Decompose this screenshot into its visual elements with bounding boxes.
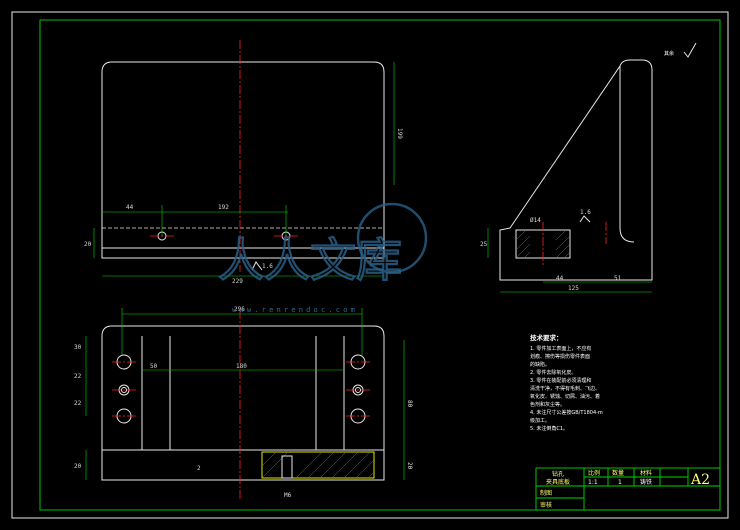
part-name-1: 钻孔 (552, 470, 564, 478)
qty-label: 数量 (612, 469, 624, 477)
material-label: 材料 (640, 469, 652, 477)
top-view-section (261, 451, 375, 479)
sheet-size: A2 (690, 472, 710, 488)
title-block: 钻孔 夹具底板 比例 1:1 数量 1 材料 铸铁 A2 制图 审核 (535, 467, 721, 511)
tech-req-line: 划痕、擦伤等损伤零件表面 (530, 353, 590, 360)
top-view-base (101, 449, 385, 481)
roughness-note-text: 其余 (664, 50, 674, 57)
top-hole-2-inner (121, 387, 127, 393)
dim-right-total: 80 (406, 400, 413, 408)
dim-hole-depth: 25 (480, 241, 488, 248)
material-value: 铸铁 (640, 478, 652, 486)
dim-side-total: 125 (568, 285, 579, 292)
dim-v1: 30 (74, 344, 82, 351)
qty-value: 1 (618, 479, 622, 486)
dim-v3: 22 (74, 400, 82, 407)
tech-req-line: 3. 零件在装配前必须清理和 (530, 377, 591, 384)
tech-req-line: 2. 零件去除氧化皮。 (530, 369, 576, 376)
tech-req-line: 清洗干净，不得有毛刺、飞边、 (530, 385, 600, 392)
dim-left-inner: 50 (150, 363, 158, 370)
roughness-check-icon (683, 42, 697, 58)
scale-label: 比例 (588, 469, 600, 477)
watermark-text: 人人文库 (218, 233, 402, 287)
dim-v5: 2 (197, 465, 201, 472)
front-roughness: 1.6 (262, 263, 273, 270)
watermark-url: www.renrendoc.com (232, 306, 358, 314)
dim-left-offset: 44 (126, 204, 134, 211)
dim-side-b: 51 (614, 275, 622, 282)
dim-mid-span: 180 (236, 363, 247, 370)
front-view: 199 44 192 20 229 1.6 (84, 40, 403, 285)
top-view-hatching (261, 451, 375, 479)
tech-req-line: 4. 未注尺寸公差按GB/T1804-m (530, 409, 603, 416)
tech-req-line: 色剂和灰尘等。 (530, 401, 565, 408)
dim-right-small: 20 (406, 462, 413, 470)
top-view-screw (281, 455, 293, 479)
watermark-logo-ring (356, 202, 428, 274)
dim-base-height: 20 (84, 241, 92, 248)
tech-req-line: 氧化皮、锈蚀、切屑、油污、着 (530, 393, 600, 400)
dim-hole-spacing: 192 (218, 204, 229, 211)
dim-hole-dia: Ø14 (530, 217, 541, 224)
side-view: Ø14 25 44 51 125 1.6 (480, 59, 653, 293)
side-view-fillet (619, 227, 635, 243)
dim-v4: 20 (74, 463, 82, 470)
watermark: 人人文库 www.renrendoc.com (217, 202, 428, 314)
top-view-outline (101, 325, 385, 451)
front-view-outline (101, 61, 385, 259)
dim-v2: 22 (74, 373, 82, 380)
side-view-outline (499, 59, 653, 281)
title-block-frame (535, 467, 721, 511)
tech-req-title: 技术要求： (530, 333, 563, 342)
tech-req-line: 级加工。 (530, 417, 550, 424)
surface-roughness-note: 其余 (664, 42, 697, 58)
checked-label: 审核 (540, 501, 552, 509)
dim-overall: 296 (234, 306, 245, 313)
dim-height-main: 199 (396, 128, 403, 139)
roughness-symbol-icon (251, 261, 263, 271)
scale-value: 1:1 (588, 479, 598, 486)
side-roughness: 1.6 (580, 209, 591, 216)
top-view: 296 50 180 30 22 22 20 80 20 2 M6 (74, 306, 413, 500)
tech-req-line: 的缺陷。 (530, 361, 550, 368)
top-hole-5-inner (355, 387, 361, 393)
outer-border (11, 11, 729, 519)
section-label: M6 (284, 492, 292, 499)
drawn-label: 制图 (540, 489, 552, 497)
tech-req-line: 1. 零件加工表面上，不应有 (530, 345, 591, 352)
dim-side-a: 44 (556, 275, 564, 282)
side-hatching (515, 229, 571, 259)
tech-req-line: 5. 未注倒角C1。 (530, 425, 568, 432)
dim-total-width: 229 (232, 278, 243, 285)
part-name-2: 夹具底板 (546, 478, 570, 486)
side-roughness-icon (579, 215, 591, 223)
inner-border (39, 19, 721, 511)
tech-requirements: 技术要求： 1. 零件加工表面上，不应有 划痕、擦伤等损伤零件表面 的缺陷。 2… (530, 333, 603, 432)
